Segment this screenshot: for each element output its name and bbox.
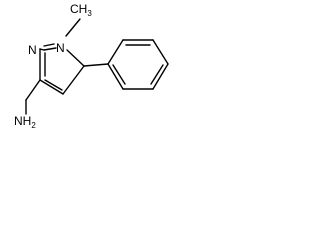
bond-c5-n1 — [66, 49, 85, 67]
bond-c3-c4-inner — [44, 79, 63, 91]
phenyl-inner-2 — [150, 64, 164, 85]
phenyl-ring — [107, 39, 169, 90]
bond-c4-c5 — [62, 65, 85, 95]
pyrazole-ring — [39, 43, 85, 95]
phenyl-bond-4 — [152, 63, 169, 90]
bond-c3-ch2 — [25, 79, 41, 101]
bond-n1-n2-inner — [43, 43, 55, 47]
bond-n1-methyl — [65, 18, 81, 37]
amine-label: NH2 — [14, 114, 36, 130]
methyl-label: CH3 — [70, 2, 92, 18]
phenyl-bond-1 — [107, 39, 124, 65]
atom-n-ring: N — [28, 43, 37, 57]
atom-n-methyl: N — [56, 41, 65, 55]
bond-c3-c4 — [39, 79, 64, 95]
bond-n1-n2-main — [43, 47, 57, 51]
chemical-structure: N N CH3 NH2 — [14, 2, 169, 130]
phenyl-bond-6 — [107, 63, 124, 90]
bond-c5-phenyl — [83, 63, 109, 67]
phenyl-inner-3 — [112, 64, 126, 85]
phenyl-bond-3 — [152, 39, 169, 65]
